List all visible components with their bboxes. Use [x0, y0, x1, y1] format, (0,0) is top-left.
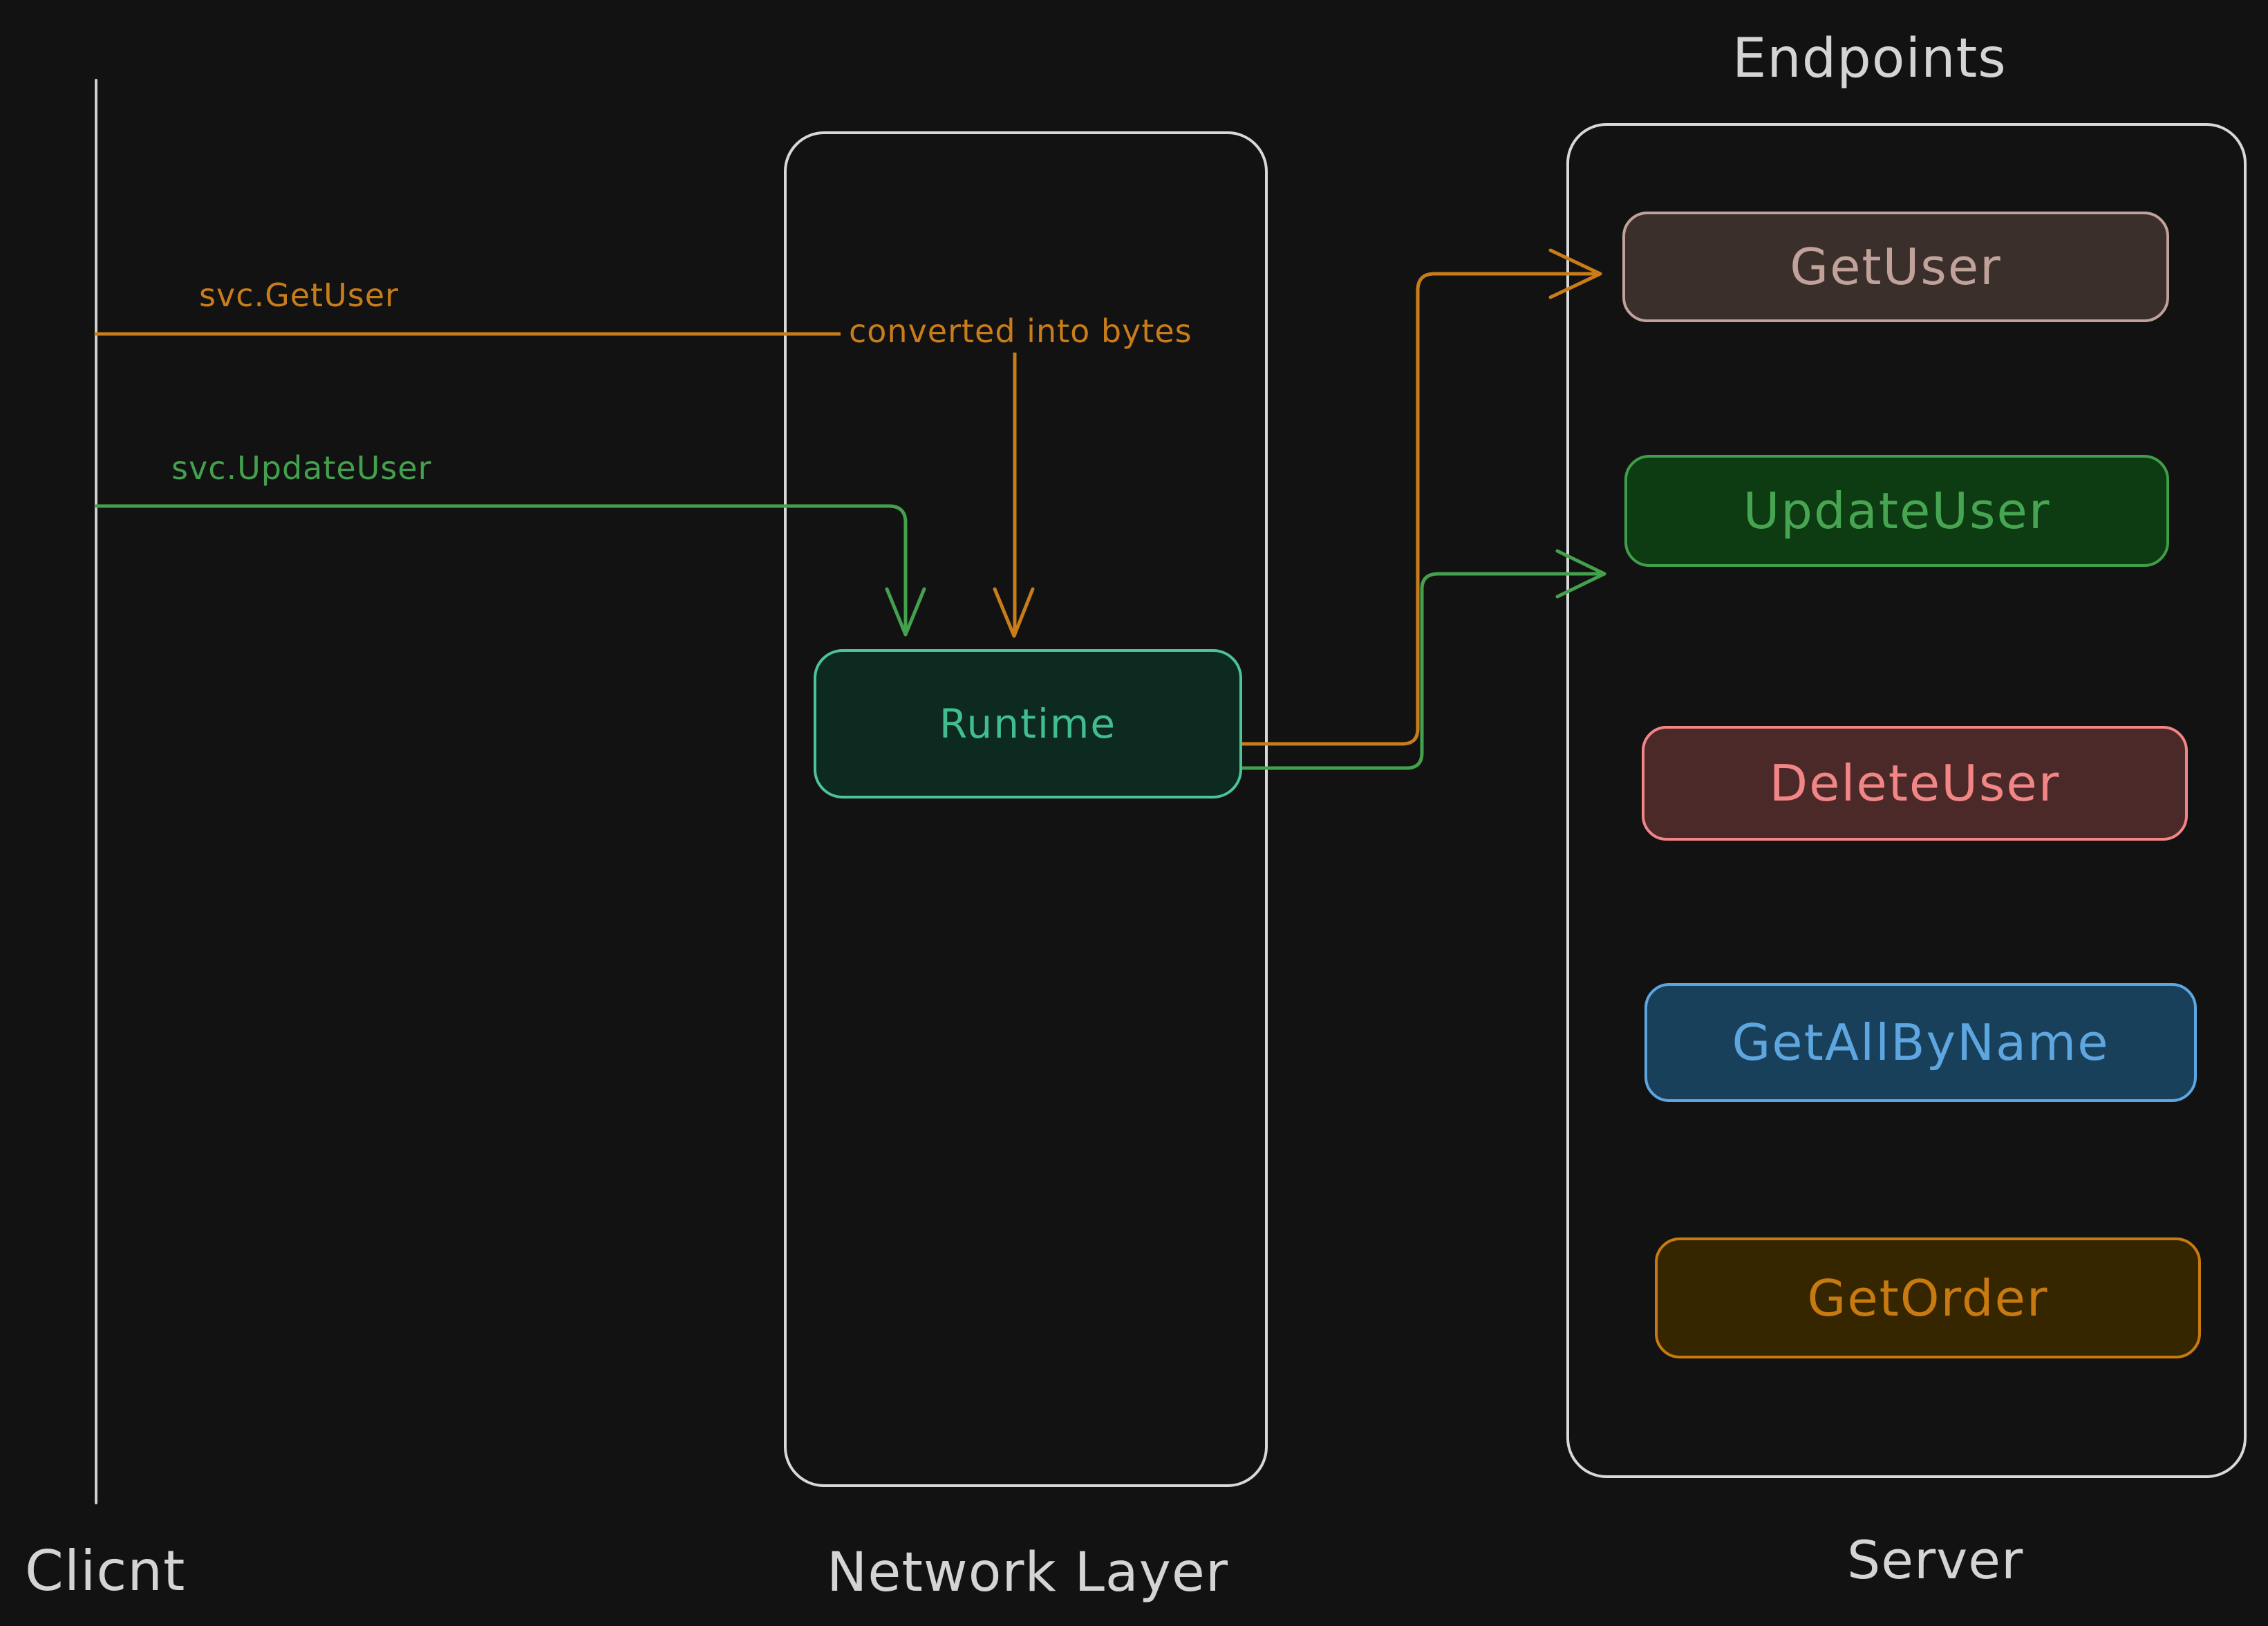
- endpoint-updateuser: UpdateUser: [1624, 455, 2169, 567]
- arrowhead-into-updateuser: [1555, 549, 1606, 599]
- network-layer-section-label: Network Layer: [827, 1542, 1228, 1604]
- endpoint-getuser-label: GetUser: [1790, 238, 2002, 296]
- endpoint-updateuser-label: UpdateUser: [1743, 482, 2051, 540]
- server-section-label: Server: [1847, 1529, 2024, 1591]
- converted-into-bytes-label: converted into bytes: [841, 310, 1201, 353]
- arrow-runtime-to-updateuser-path: [1235, 572, 1606, 770]
- endpoint-deleteuser-label: DeleteUser: [1769, 754, 2061, 812]
- arrow-svc-updateuser-path: [94, 504, 908, 635]
- endpoint-getorder: GetOrder: [1655, 1237, 2201, 1358]
- arrowhead-into-getuser: [1548, 248, 1602, 299]
- endpoints-title: Endpoints: [1732, 28, 2007, 90]
- client-section-label: Clicnt: [25, 1539, 186, 1603]
- endpoint-getallbyname: GetAllByName: [1644, 983, 2197, 1102]
- svc-updateuser-label: svc.UpdateUser: [171, 449, 432, 487]
- endpoint-getuser: GetUser: [1622, 212, 2169, 322]
- arrowhead-into-runtime-orange: [993, 587, 1035, 638]
- runtime-box: Runtime: [814, 649, 1242, 798]
- server-container: [1566, 123, 2247, 1478]
- arrow-runtime-to-getuser-path: [1235, 272, 1602, 746]
- svc-getuser-label: svc.GetUser: [199, 277, 399, 314]
- runtime-label: Runtime: [939, 700, 1117, 747]
- network-layer-container: [784, 131, 1268, 1487]
- endpoint-getorder-label: GetOrder: [1807, 1269, 2049, 1327]
- client-lifeline: [95, 79, 97, 1504]
- endpoint-deleteuser: DeleteUser: [1642, 726, 2188, 841]
- endpoint-getallbyname-label: GetAllByName: [1732, 1013, 2110, 1072]
- arrowhead-into-runtime-green: [885, 587, 926, 637]
